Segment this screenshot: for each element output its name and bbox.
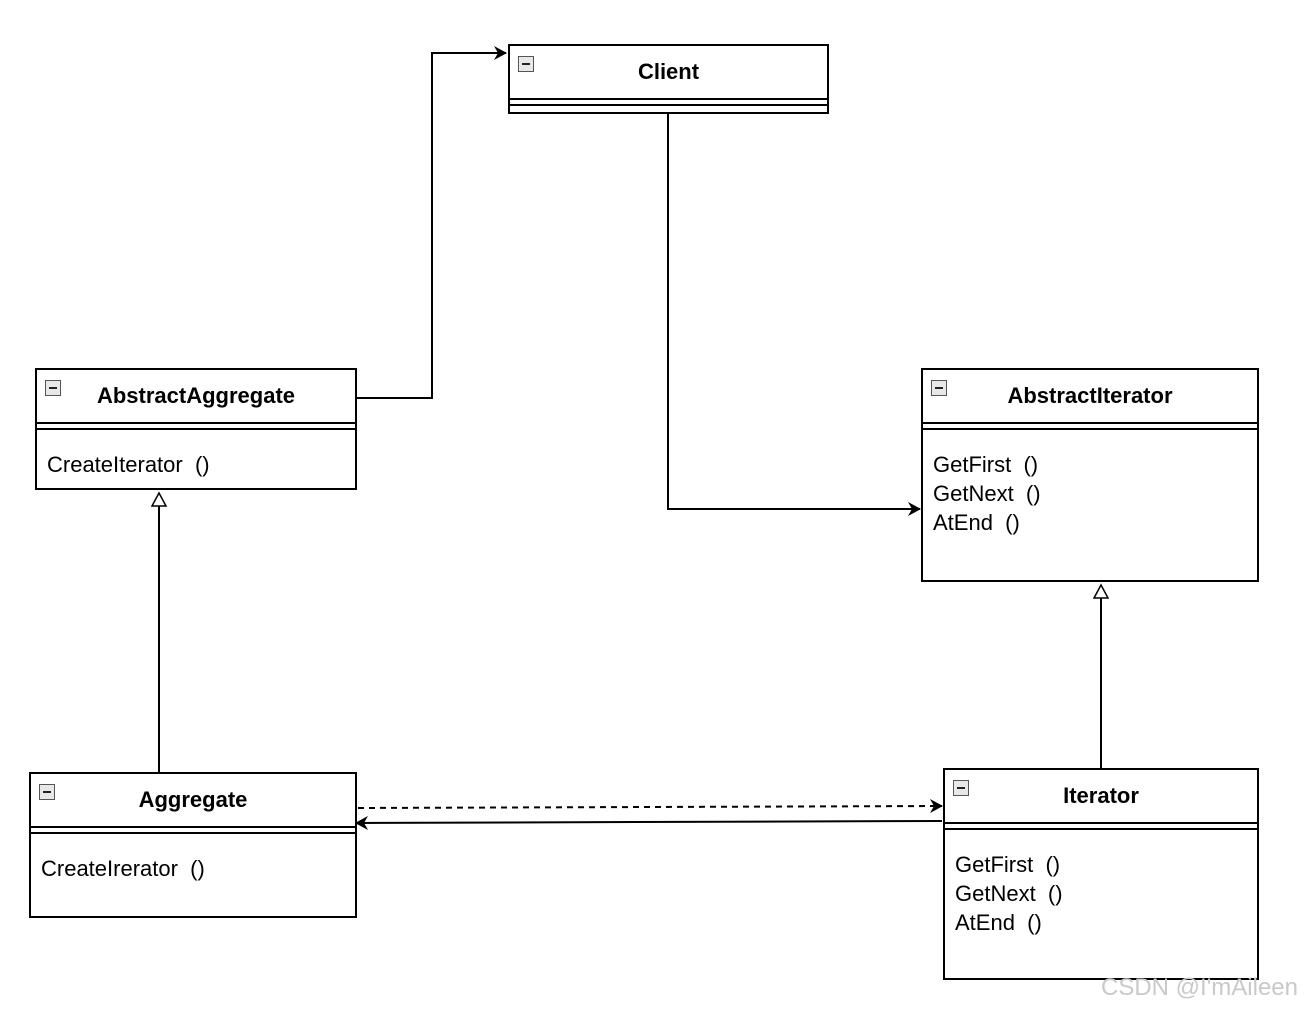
collapse-icon[interactable] xyxy=(39,784,55,800)
collapse-icon[interactable] xyxy=(45,380,61,396)
class-iterator-divider xyxy=(945,822,1257,830)
collapse-icon[interactable] xyxy=(518,56,534,72)
class-abstract-iterator-divider xyxy=(923,422,1257,430)
operation: CreateIrerator () xyxy=(41,856,205,881)
class-abstract-aggregate-operations: CreateIterator () xyxy=(37,430,355,479)
class-abstract-iterator-operations: GetFirst () GetNext () AtEnd () xyxy=(923,430,1257,537)
operation: AtEnd () xyxy=(955,910,1042,935)
relation-association-abstract-aggregate-to-client[interactable] xyxy=(357,46,507,399)
class-iterator-header: Iterator xyxy=(945,770,1257,822)
operation: AtEnd () xyxy=(933,510,1020,535)
class-abstract-iterator-header: AbstractIterator xyxy=(923,370,1257,422)
relation-dependency-aggregate-to-iterator[interactable] xyxy=(357,799,943,814)
class-aggregate-operations: CreateIrerator () xyxy=(31,834,355,883)
class-client-divider xyxy=(510,98,827,106)
class-iterator-name: Iterator xyxy=(1063,783,1139,808)
class-abstract-aggregate-header: AbstractAggregate xyxy=(37,370,355,422)
operation: GetFirst () xyxy=(933,452,1039,477)
class-abstract-aggregate-divider xyxy=(37,422,355,430)
operation: GetNext () xyxy=(955,881,1063,906)
class-abstract-aggregate-name: AbstractAggregate xyxy=(96,383,296,408)
class-client-header: Client xyxy=(510,46,827,98)
class-client-name: Client xyxy=(637,59,700,84)
class-abstract-aggregate[interactable]: AbstractAggregate CreateIterator () xyxy=(35,368,357,490)
class-abstract-iterator-name: AbstractIterator xyxy=(1007,383,1173,408)
operation: CreateIterator () xyxy=(47,452,210,477)
relation-association-client-to-abstract-iterator[interactable] xyxy=(667,114,921,516)
class-aggregate-header: Aggregate xyxy=(31,774,355,826)
class-iterator-operations: GetFirst () GetNext () AtEnd () xyxy=(945,830,1257,937)
class-client[interactable]: Client xyxy=(508,44,829,114)
class-aggregate[interactable]: Aggregate CreateIrerator () xyxy=(29,772,357,918)
relation-association-iterator-to-aggregate[interactable] xyxy=(355,815,943,830)
collapse-icon[interactable] xyxy=(931,380,947,396)
class-iterator[interactable]: Iterator GetFirst () GetNext () AtEnd () xyxy=(943,768,1259,980)
class-abstract-iterator[interactable]: AbstractIterator GetFirst () GetNext () … xyxy=(921,368,1259,582)
operation: GetNext () xyxy=(933,481,1041,506)
operation: GetFirst () xyxy=(955,852,1061,877)
class-aggregate-name: Aggregate xyxy=(138,787,248,812)
class-aggregate-divider xyxy=(31,826,355,834)
collapse-icon[interactable] xyxy=(953,780,969,796)
watermark: CSDN @I'mAileen xyxy=(1101,974,1298,1001)
